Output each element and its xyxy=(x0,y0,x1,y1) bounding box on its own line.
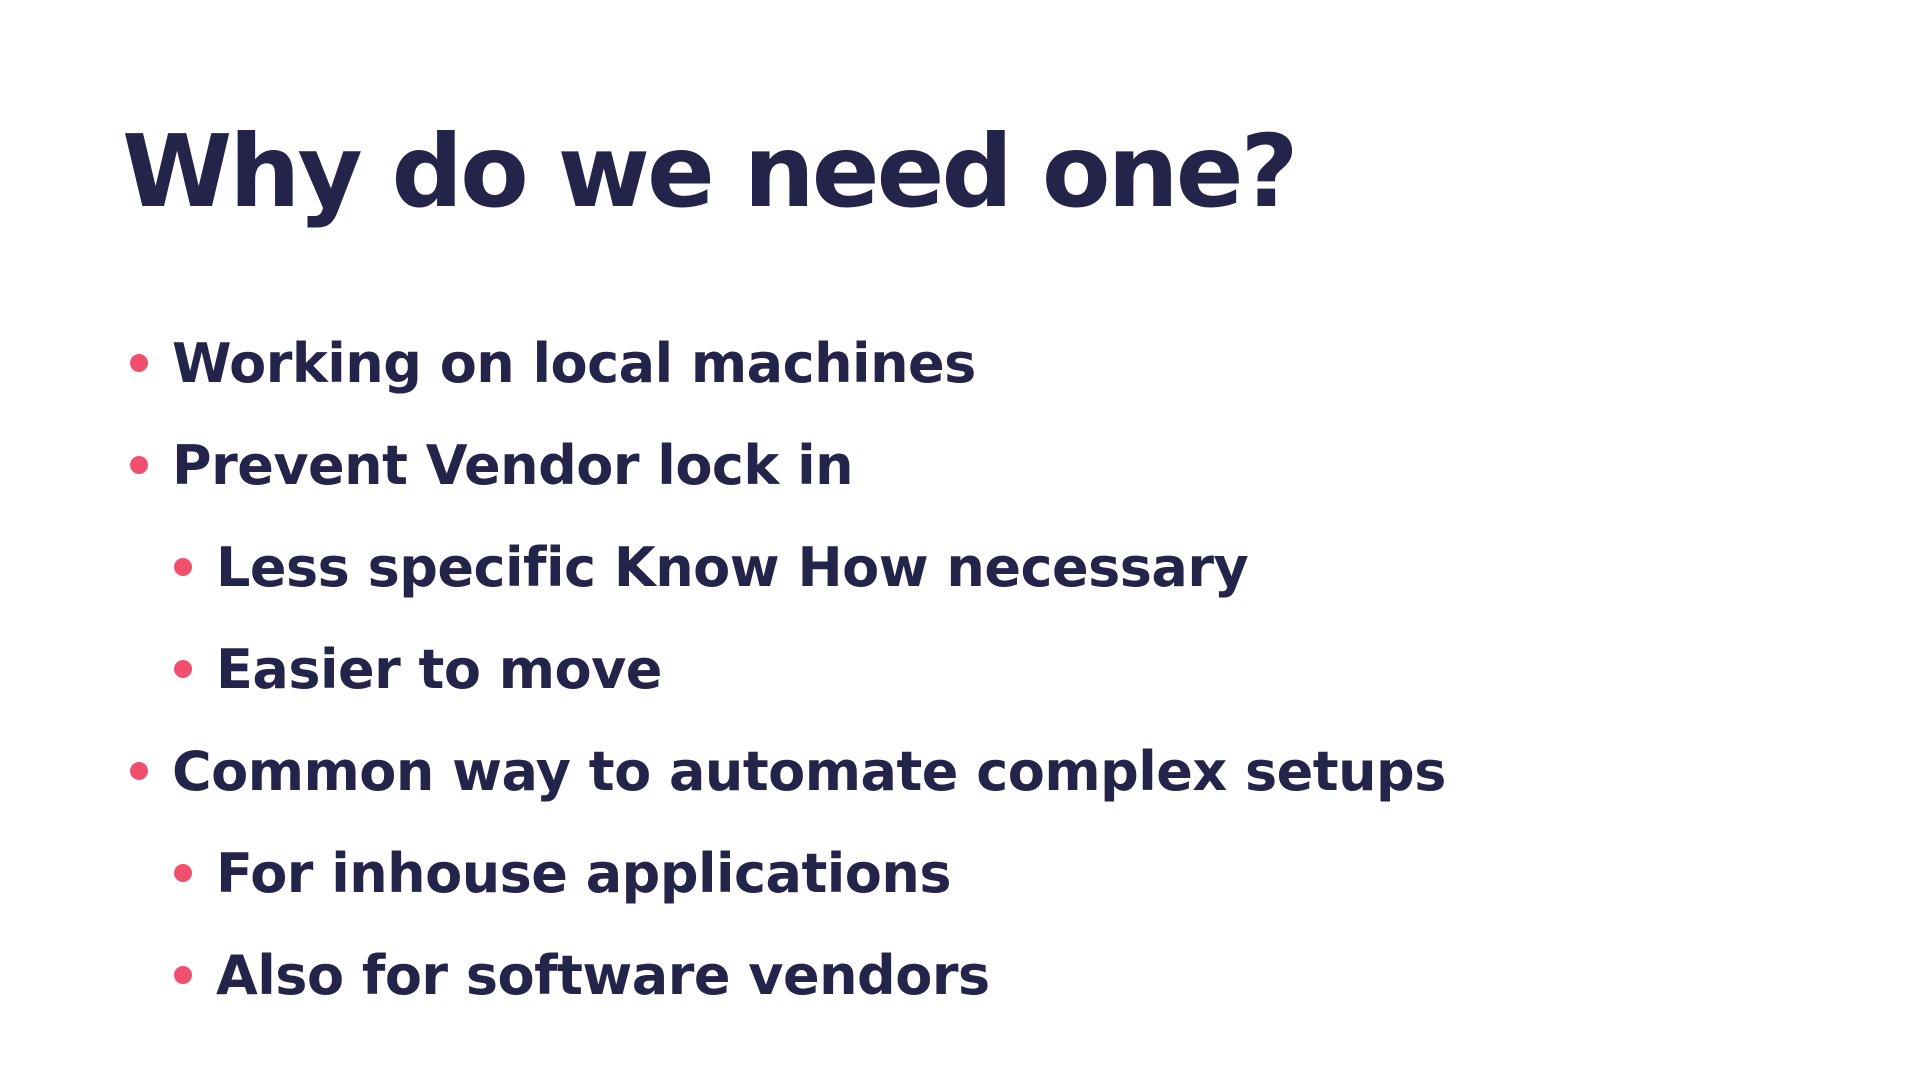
bullet-dot-icon xyxy=(130,354,148,372)
bullet-text: Working on local machines xyxy=(172,331,976,395)
bullet-dot-icon xyxy=(174,966,192,984)
bullet-text: Also for software vendors xyxy=(216,943,990,1007)
bullet-item-easier-to-move: Easier to move xyxy=(122,618,1822,720)
bullet-dot-icon xyxy=(174,864,192,882)
bullet-item-also-for-software-vendors: Also for software vendors xyxy=(122,924,1822,1026)
bullet-dot-icon xyxy=(174,558,192,576)
bullet-text: For inhouse applications xyxy=(216,841,951,905)
slide-title: Why do we need one? xyxy=(122,113,1299,230)
bullet-dot-icon xyxy=(174,660,192,678)
bullet-text: Easier to move xyxy=(216,637,662,701)
bullet-text: Prevent Vendor lock in xyxy=(172,433,854,497)
bullet-text: Common way to automate complex setups xyxy=(172,739,1446,803)
bullet-list: Working on local machines Prevent Vendor… xyxy=(122,312,1822,1026)
bullet-text: Less specific Know How necessary xyxy=(216,535,1249,599)
bullet-dot-icon xyxy=(130,456,148,474)
bullet-item-less-specific-know-how: Less specific Know How necessary xyxy=(122,516,1822,618)
bullet-item-prevent-vendor-lock-in: Prevent Vendor lock in xyxy=(122,414,1822,516)
bullet-item-working-on-local-machines: Working on local machines xyxy=(122,312,1822,414)
bullet-item-common-way-to-automate: Common way to automate complex setups xyxy=(122,720,1822,822)
bullet-dot-icon xyxy=(130,762,148,780)
bullet-item-for-inhouse-applications: For inhouse applications xyxy=(122,822,1822,924)
